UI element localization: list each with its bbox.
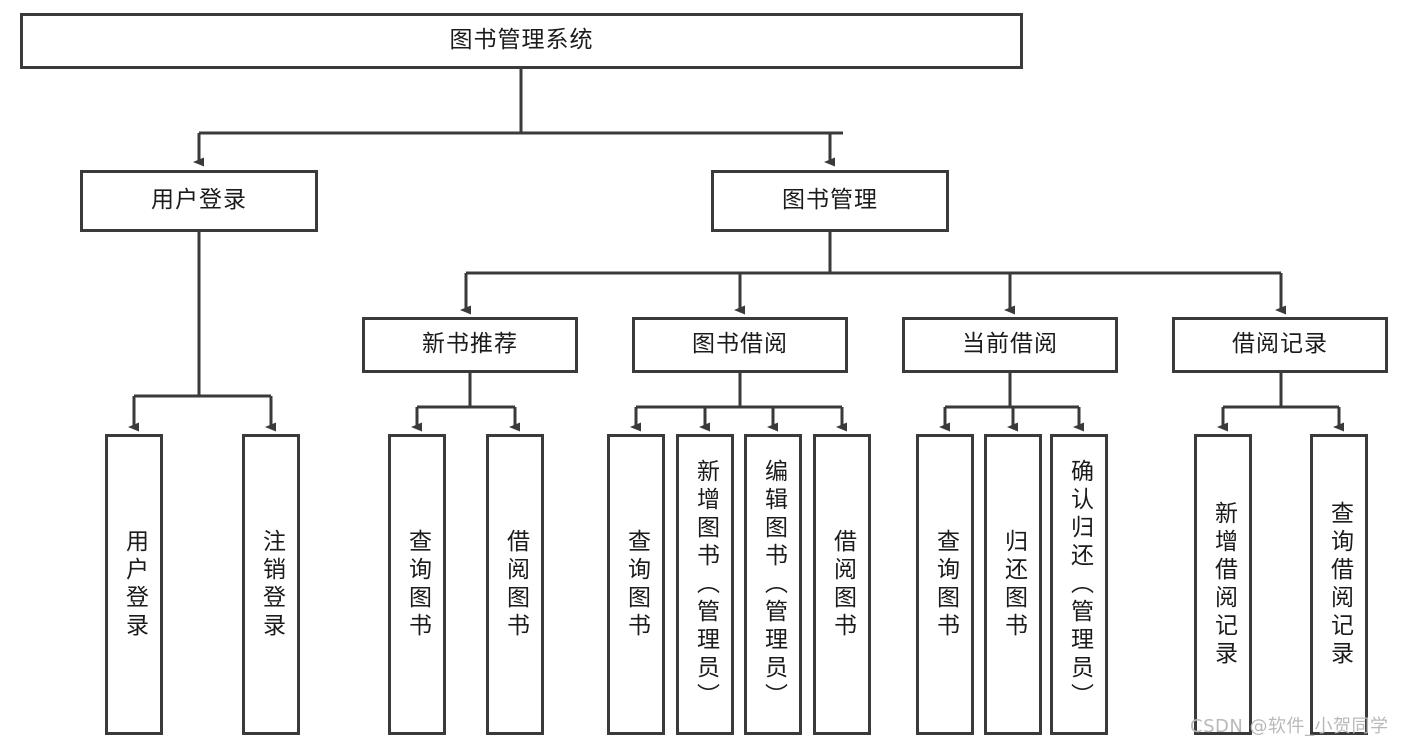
node-label: 图书借阅 <box>692 331 788 358</box>
node-label: 归还图书 <box>1000 528 1027 641</box>
node-label: 用户登录 <box>121 528 148 641</box>
node-label: 新增图书（管理员） <box>692 458 719 711</box>
node-label: 新增借阅记录 <box>1210 500 1237 669</box>
node-leaf-query-book-borrow[interactable]: 查询图书 <box>607 434 665 735</box>
node-label: 查询借阅记录 <box>1326 500 1353 669</box>
node-label: 新书推荐 <box>422 331 518 358</box>
node-leaf-borrow-book-recommend[interactable]: 借阅图书 <box>486 434 544 735</box>
edges-newbook-to-leaves <box>411 373 520 432</box>
node-label: 用户登录 <box>151 187 247 214</box>
node-leaf-user-login[interactable]: 用户登录 <box>105 434 163 735</box>
node-leaf-edit-book-admin[interactable]: 编辑图书（管理员） <box>744 434 802 735</box>
edges-root-to-level2 <box>193 69 843 167</box>
node-label: 编辑图书（管理员） <box>760 458 787 711</box>
node-root-system[interactable]: 图书管理系统 <box>20 13 1023 69</box>
node-current-borrow[interactable]: 当前借阅 <box>902 317 1118 373</box>
node-leaf-return-book[interactable]: 归还图书 <box>984 434 1042 735</box>
node-label: 借阅图书 <box>829 528 856 641</box>
edges-bookmanage-to-level3 <box>460 232 1286 315</box>
node-leaf-add-borrow-record[interactable]: 新增借阅记录 <box>1194 434 1252 735</box>
edges-borrowrecord-to-leaves <box>1217 373 1344 432</box>
node-borrow-record[interactable]: 借阅记录 <box>1172 317 1388 373</box>
node-leaf-user-logout[interactable]: 注销登录 <box>242 434 300 735</box>
node-leaf-borrow-book[interactable]: 借阅图书 <box>813 434 871 735</box>
edges-booklogin-to-leaves <box>128 232 276 432</box>
edges-currentborrow-to-leaves <box>939 373 1084 432</box>
node-label: 查询图书 <box>932 528 959 641</box>
node-label: 图书管理系统 <box>449 27 594 54</box>
node-label: 当前借阅 <box>962 331 1058 358</box>
node-leaf-query-book-recommend[interactable]: 查询图书 <box>388 434 446 735</box>
node-leaf-query-borrow-record[interactable]: 查询借阅记录 <box>1310 434 1368 735</box>
node-leaf-query-book-current[interactable]: 查询图书 <box>916 434 974 735</box>
node-book-borrow[interactable]: 图书借阅 <box>632 317 848 373</box>
node-leaf-add-book-admin[interactable]: 新增图书（管理员） <box>676 434 734 735</box>
node-label: 注销登录 <box>258 528 285 641</box>
edges-bookborrow-to-leaves <box>630 373 847 432</box>
node-label: 借阅记录 <box>1232 331 1328 358</box>
node-label: 确认归还（管理员） <box>1066 458 1093 711</box>
node-leaf-confirm-return-admin[interactable]: 确认归还（管理员） <box>1050 434 1108 735</box>
node-user-login[interactable]: 用户登录 <box>80 170 318 232</box>
node-label: 借阅图书 <box>502 528 529 641</box>
node-label: 图书管理 <box>782 187 878 214</box>
node-label: 查询图书 <box>623 528 650 641</box>
node-book-manage[interactable]: 图书管理 <box>711 170 949 232</box>
node-label: 查询图书 <box>404 528 431 641</box>
node-new-book-recommend[interactable]: 新书推荐 <box>362 317 578 373</box>
